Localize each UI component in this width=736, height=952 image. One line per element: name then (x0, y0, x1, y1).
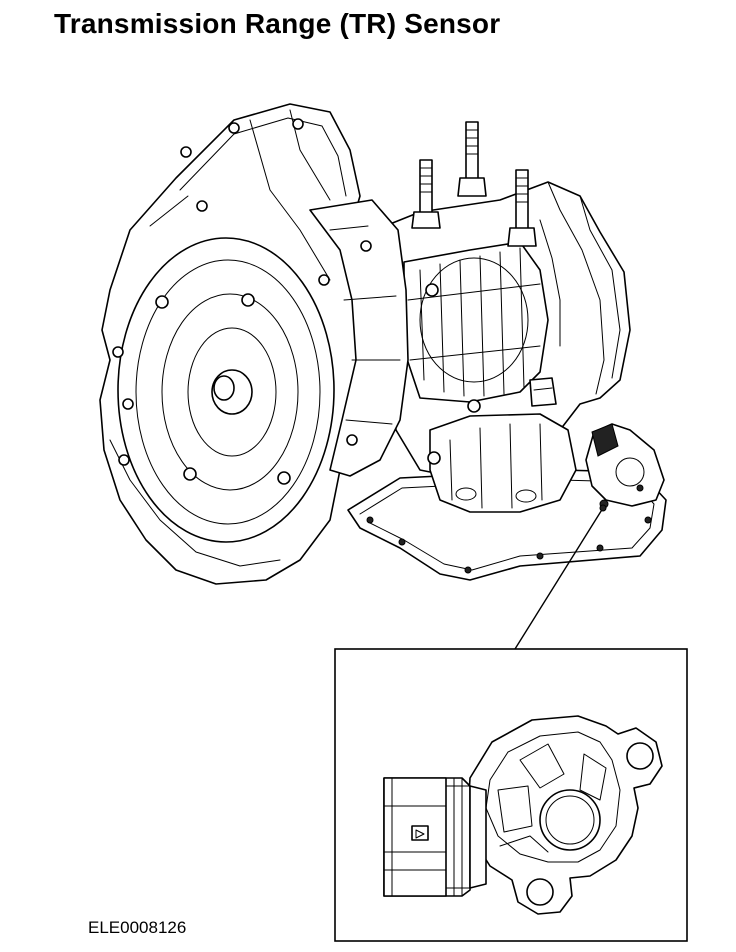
figure-id-label: ELE0008126 (88, 918, 187, 937)
tr-sensor-mounted (585, 423, 665, 509)
transmission-illustration (99, 103, 667, 585)
torque-converter (117, 237, 335, 543)
page-title: Transmission Range (TR) Sensor (54, 8, 501, 39)
detail-leader-line (514, 507, 604, 650)
mounting-studs (411, 121, 537, 247)
tr-sensor-detail (383, 715, 663, 915)
